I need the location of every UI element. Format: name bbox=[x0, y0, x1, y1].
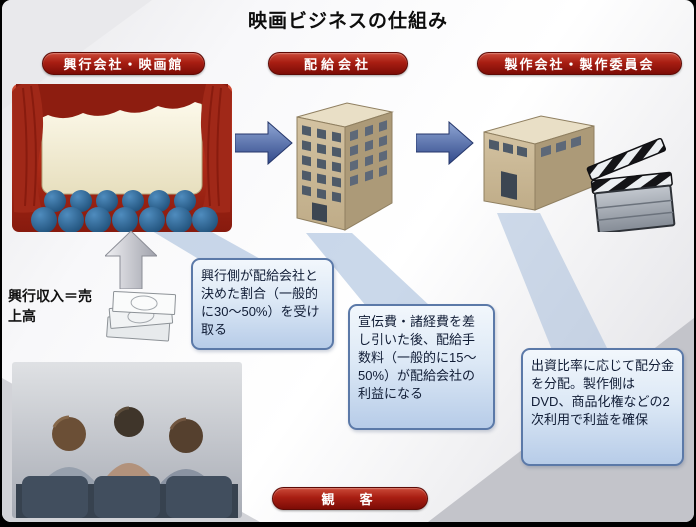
money-stack-icon bbox=[99, 287, 184, 345]
beam-theater-to-note bbox=[152, 231, 264, 261]
callout-exhibitor-share: 興行側が配給会社と決めた割合（一般的に30～50%）を受け取る bbox=[191, 258, 334, 350]
box-office-revenue-label: 興行収入＝売上高 bbox=[8, 288, 92, 325]
arrow-right-distributor-to-producer bbox=[416, 121, 474, 165]
label-producer: 製作会社・製作委員会 bbox=[477, 52, 682, 75]
arrow-right-exhibitor-to-distributor bbox=[235, 121, 293, 165]
producer-building-icon bbox=[479, 106, 599, 214]
arrow-up-revenue bbox=[105, 231, 157, 289]
label-audience-text: 観 客 bbox=[321, 492, 379, 507]
page-title: 映画ビジネスの仕組み bbox=[247, 11, 448, 32]
clapperboard-icon bbox=[586, 136, 686, 232]
label-distributor: 配給会社 bbox=[268, 52, 408, 75]
distributor-building-icon bbox=[291, 97, 397, 233]
label-distributor-text: 配給会社 bbox=[303, 57, 372, 72]
audience-illustration bbox=[12, 362, 242, 518]
audience-heads bbox=[31, 190, 218, 232]
beam-distributor-to-note bbox=[306, 233, 430, 306]
label-exhibitor: 興行会社・映画館 bbox=[42, 52, 205, 75]
callout-producer-share: 出資比率に応じて配分金を分配。製作側はDVD、商品化権などの2次利用で利益を確保 bbox=[521, 348, 684, 466]
callout-distributor-share: 宣伝費・諸経費を差し引いた後、配給手数料（一般的に15～50%）が配給会社の利益… bbox=[348, 304, 495, 430]
label-producer-text: 製作会社・製作委員会 bbox=[504, 57, 655, 72]
label-audience: 観 客 bbox=[272, 487, 428, 510]
beam-producer-to-note bbox=[497, 213, 608, 350]
theater-illustration bbox=[12, 84, 232, 232]
label-exhibitor-text: 興行会社・映画館 bbox=[63, 57, 184, 72]
